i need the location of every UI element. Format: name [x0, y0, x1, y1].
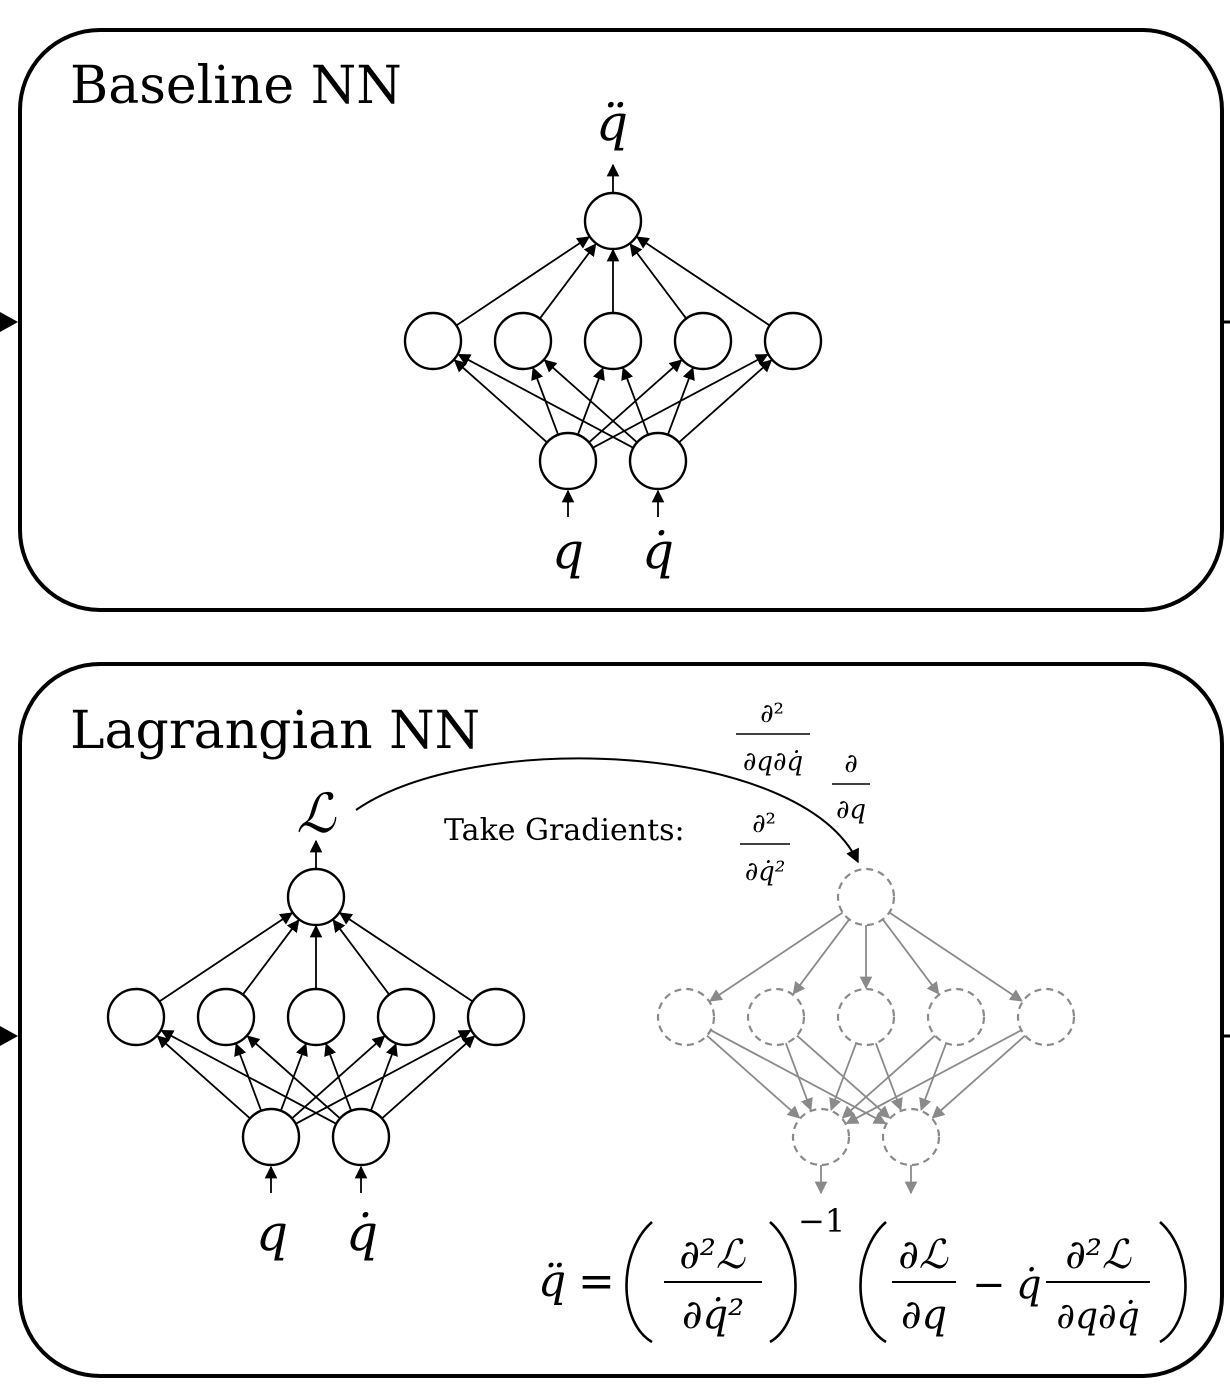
baseline-input-label-q: q — [552, 522, 584, 580]
edge-hidden-1-input-0 — [784, 1042, 813, 1112]
lagrangian-network — [106, 839, 526, 1193]
input-node-1 — [331, 1107, 391, 1167]
eq-term2-denominator: ∂q — [901, 1292, 947, 1338]
edge-hidden-3-input-0 — [291, 1035, 386, 1120]
lagrangian-output-label: ℒ — [297, 782, 337, 845]
edge-hidden-4-input-0 — [295, 1029, 472, 1125]
edge-top-hidden-0 — [158, 912, 293, 1003]
output-node — [583, 191, 643, 251]
input-node-1 — [628, 431, 688, 491]
operator-3-denominator: ∂q̇² — [745, 857, 786, 887]
take-gradients-caption: Take Gradients: — [444, 813, 685, 848]
edge-top-hidden-0 — [709, 911, 844, 1002]
eq-paren-1-right — [769, 1221, 797, 1344]
eq-term1-denominator: ∂q̇² — [682, 1292, 744, 1338]
output-node — [836, 867, 896, 927]
eq-exponent: −1 — [798, 1202, 845, 1240]
eq-equals: = — [578, 1256, 615, 1307]
edge-hidden-4-input-1 — [678, 359, 773, 444]
hidden-node-1 — [493, 311, 553, 371]
lagrangian-panel: Lagrangian NN ℒ q q̇ Take Gradients: ∂² … — [18, 662, 1224, 1378]
operator-2-numerator: ∂ — [844, 749, 857, 779]
hidden-node-1 — [196, 987, 256, 1047]
edge-top-hidden-3 — [629, 243, 687, 320]
hidden-node-2 — [286, 987, 346, 1047]
baseline-network — [403, 163, 823, 517]
lagrangian-panel-title: Lagrangian NN — [70, 701, 480, 761]
operator-1-denominator: ∂q∂q̇ — [743, 747, 803, 777]
baseline-input-label-qdot: q̇ — [642, 522, 674, 580]
hidden-node-4 — [1016, 987, 1076, 1047]
edge-top-hidden-3 — [332, 919, 390, 996]
edge-hidden-2-input-0 — [829, 1042, 858, 1112]
hidden-node-0 — [403, 311, 463, 371]
edge-top-hidden-1 — [539, 243, 597, 320]
baseline-panel: Baseline NN q̈ q q̇ — [18, 28, 1224, 612]
hidden-node-3 — [926, 987, 986, 1047]
edge-hidden-1-input-0 — [234, 1042, 263, 1112]
hidden-node-3 — [376, 987, 436, 1047]
baseline-output-label: q̈ — [596, 94, 628, 152]
edge-hidden-4-input-0 — [592, 353, 769, 449]
eq-lhs: q̈ — [538, 1256, 566, 1307]
eq-qdot: q̇ — [1016, 1262, 1042, 1308]
edge-hidden-3-input-0 — [588, 359, 683, 444]
input-node-0 — [791, 1107, 851, 1167]
edge-hidden-4-input-1 — [931, 1034, 1026, 1119]
edge-top-hidden-4 — [888, 911, 1023, 1002]
take-gradients-arrow — [355, 757, 859, 864]
operator-3-numerator: ∂² — [752, 809, 776, 839]
edge-top-hidden-0 — [455, 236, 590, 327]
eq-paren-1-left — [625, 1221, 653, 1344]
operator-1-numerator: ∂² — [760, 699, 784, 729]
operator-2-denominator: ∂q — [836, 795, 866, 825]
hidden-node-2 — [583, 311, 643, 371]
eq-term3-denominator: ∂q∂q̇ — [1056, 1296, 1139, 1337]
operator-d2-dqdot2: ∂² ∂q̇² — [740, 809, 790, 887]
output-node — [286, 867, 346, 927]
eq-term3-numerator: ∂²ℒ — [1065, 1232, 1132, 1278]
edge-hidden-2-input-0 — [576, 366, 605, 436]
lagrangian-input-label-qdot: q̇ — [346, 1204, 378, 1262]
edge-top-hidden-3 — [882, 918, 940, 995]
left-connector-arrow-bottom — [0, 1026, 18, 1046]
baseline-panel-title: Baseline NN — [70, 56, 402, 116]
edge-hidden-0-input-0 — [453, 359, 548, 444]
operator-d-dq: ∂ ∂q — [832, 749, 870, 825]
gradient-network-ghost — [656, 867, 1076, 1195]
edge-hidden-0-input-0 — [706, 1034, 801, 1119]
hidden-node-0 — [106, 987, 166, 1047]
input-node-1 — [881, 1107, 941, 1167]
hidden-node-0 — [656, 987, 716, 1047]
hidden-node-3 — [673, 311, 733, 371]
edge-top-hidden-1 — [242, 919, 300, 996]
hidden-node-2 — [836, 987, 896, 1047]
hidden-node-1 — [746, 987, 806, 1047]
lagrangian-input-label-q: q — [256, 1204, 288, 1262]
hidden-node-4 — [763, 311, 823, 371]
input-node-0 — [241, 1107, 301, 1167]
edge-hidden-4-input-1 — [381, 1035, 476, 1120]
euler-lagrange-equation: q̈ = ∂²ℒ ∂q̇² −1 ∂ℒ ∂q − q̇ ∂²ℒ ∂q∂q̇ — [538, 1202, 1187, 1344]
operator-d2-dq-dqdot: ∂² ∂q∂q̇ — [736, 699, 810, 777]
left-connector-arrow-top — [0, 312, 18, 332]
edge-hidden-2-input-0 — [279, 1042, 308, 1112]
eq-term1-numerator: ∂²ℒ — [679, 1232, 746, 1278]
edge-top-hidden-4 — [339, 912, 474, 1003]
eq-term2-numerator: ∂ℒ — [898, 1232, 949, 1278]
eq-paren-2-left — [859, 1221, 887, 1344]
eq-paren-2-right — [1159, 1221, 1187, 1344]
edge-hidden-3-input-0 — [841, 1034, 936, 1119]
edge-hidden-0-input-0 — [156, 1035, 251, 1120]
edge-top-hidden-1 — [792, 918, 850, 995]
input-node-0 — [538, 431, 598, 491]
edge-top-hidden-4 — [636, 236, 771, 327]
edge-hidden-4-input-0 — [845, 1029, 1022, 1125]
eq-minus: − — [972, 1262, 1006, 1308]
edge-hidden-1-input-0 — [531, 366, 560, 436]
hidden-node-4 — [466, 987, 526, 1047]
